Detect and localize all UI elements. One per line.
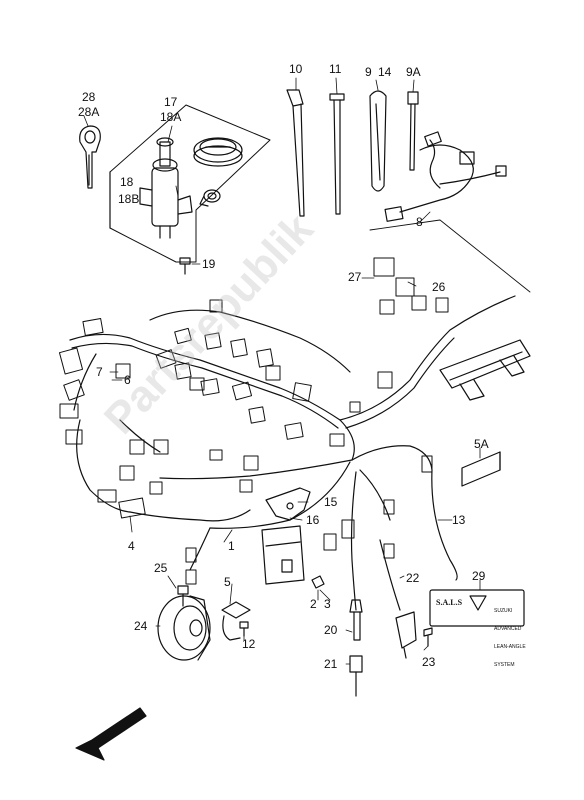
label-plate-5a bbox=[461, 451, 501, 487]
callout-8: 8 bbox=[416, 215, 423, 229]
cable-tie-9a bbox=[407, 91, 419, 171]
screw-19 bbox=[179, 257, 191, 275]
leader-lines bbox=[83, 77, 481, 665]
callout-24: 24 bbox=[134, 619, 148, 633]
callout-19: 19 bbox=[202, 257, 216, 271]
callout-9: 9 bbox=[365, 65, 372, 79]
sals-plate-line-4: SYSTEM bbox=[494, 662, 515, 668]
sub-harness-8 bbox=[369, 131, 531, 293]
callout-21: 21 bbox=[324, 657, 338, 671]
callout-18a: 18A bbox=[160, 110, 182, 124]
ecu-connector bbox=[439, 339, 531, 401]
callout-7: 7 bbox=[96, 365, 103, 379]
callout-28: 28 bbox=[82, 90, 96, 104]
callout-11: 11 bbox=[329, 62, 342, 76]
cable-tie-10 bbox=[286, 89, 305, 217]
callout-16: 16 bbox=[306, 513, 320, 527]
bracket-5 bbox=[221, 601, 251, 641]
sals-plate-caption: SUZUKI ADVANCED LEAN-ANGLE SYSTEM bbox=[494, 596, 526, 674]
callout-14: 14 bbox=[378, 65, 392, 79]
callout-29: 29 bbox=[472, 569, 486, 583]
sals-plate-line-3: LEAN-ANGLE bbox=[494, 644, 526, 650]
screw-12 bbox=[239, 621, 249, 637]
sals-plate-29 bbox=[429, 589, 525, 627]
callout-13: 13 bbox=[452, 513, 466, 527]
sals-plate-brand: S.A.L.S bbox=[436, 598, 463, 607]
fuse-box-bracket bbox=[261, 487, 311, 585]
clip-2-3 bbox=[311, 575, 325, 589]
main-harness-1 bbox=[69, 295, 516, 611]
callout-6: 6 bbox=[124, 373, 131, 387]
sensor-20-21 bbox=[349, 599, 363, 697]
front-direction-arrow-icon bbox=[75, 707, 147, 761]
clamp-9-14 bbox=[369, 90, 387, 192]
sensor-22-23 bbox=[395, 611, 433, 659]
callout-26: 26 bbox=[432, 280, 446, 294]
callout-3: 3 bbox=[324, 597, 331, 611]
callout-5: 5 bbox=[224, 575, 231, 589]
bolt-25 bbox=[177, 585, 189, 607]
callout-22: 22 bbox=[406, 571, 420, 585]
callout-5a: 5A bbox=[474, 437, 489, 451]
sals-plate-line-2: ADVANCED bbox=[494, 626, 522, 632]
callout-2: 2 bbox=[310, 597, 317, 611]
horn-24 bbox=[157, 595, 211, 661]
callout-18b: 18B bbox=[118, 192, 140, 206]
callout-18: 18 bbox=[120, 175, 134, 189]
ignition-switch-assembly bbox=[109, 104, 271, 263]
callout-1: 1 bbox=[228, 539, 235, 553]
harness-connectors bbox=[58, 257, 449, 585]
callout-15: 15 bbox=[324, 495, 338, 509]
callout-28a: 28A bbox=[78, 105, 100, 119]
sals-plate-line-1: SUZUKI bbox=[494, 608, 513, 614]
callout-27: 27 bbox=[348, 270, 362, 284]
callout-20: 20 bbox=[324, 623, 338, 637]
callout-25: 25 bbox=[154, 561, 168, 575]
cable-tie-11 bbox=[329, 93, 345, 215]
callout-4: 4 bbox=[128, 539, 135, 553]
callout-9a: 9A bbox=[406, 65, 421, 79]
callout-10: 10 bbox=[289, 62, 303, 76]
callout-23: 23 bbox=[422, 655, 436, 669]
callout-12: 12 bbox=[242, 637, 256, 651]
ignition-key bbox=[79, 125, 101, 189]
callout-17: 17 bbox=[164, 95, 178, 109]
